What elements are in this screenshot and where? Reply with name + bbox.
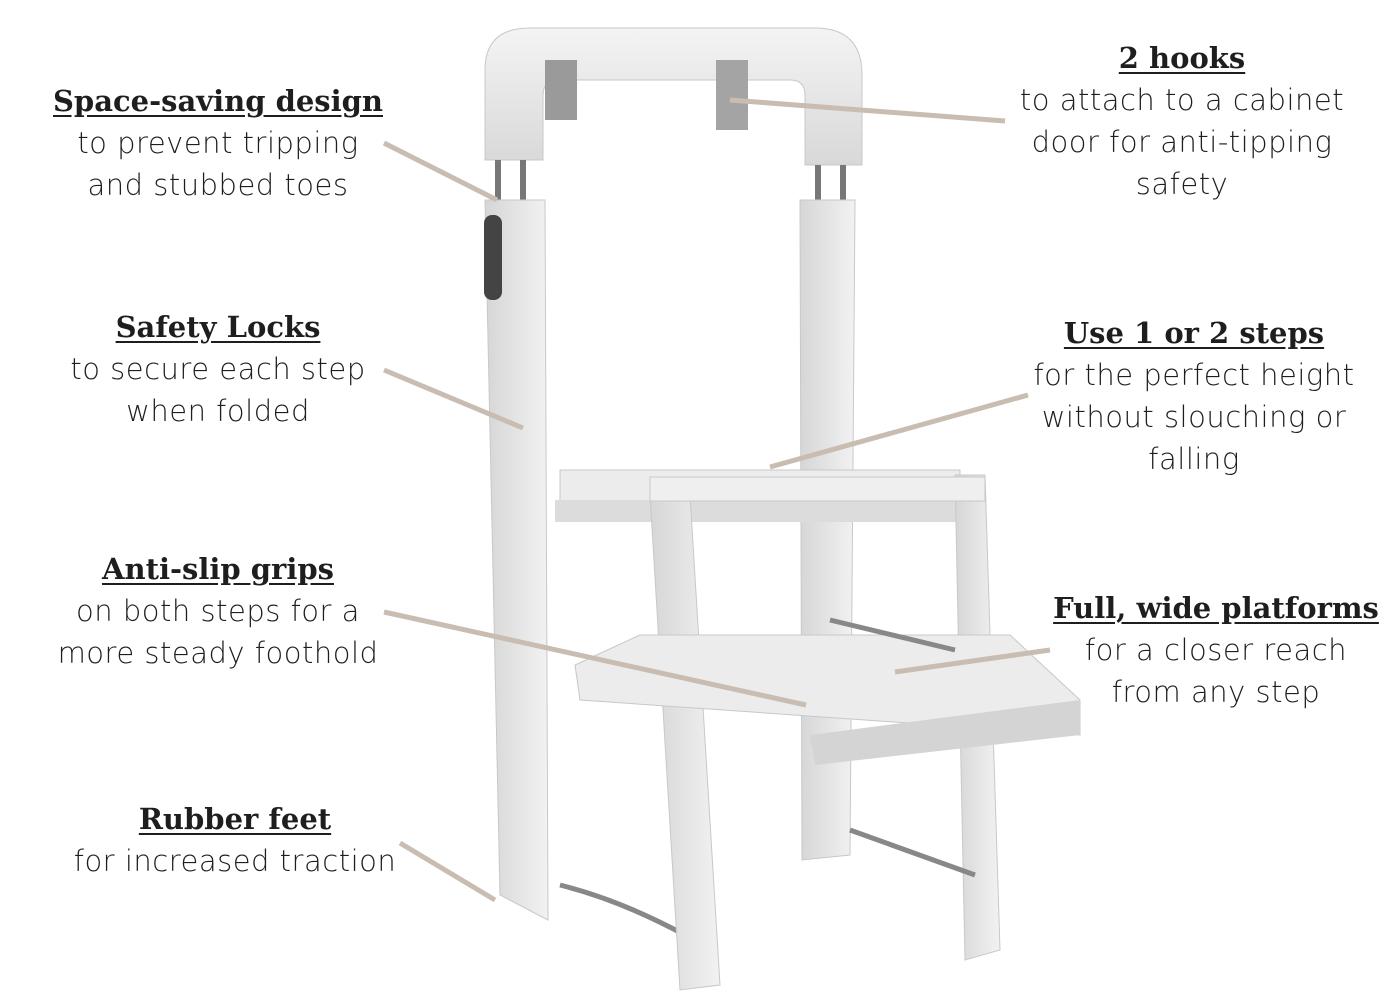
leader-line-steps [769,392,1029,470]
callout-title: Space-saving design [52,84,384,118]
callout-text: from any step [1111,675,1321,709]
callout-title: Safety Locks [115,310,321,344]
callout-title: 2 hooks [1118,41,1246,75]
callout-platforms: Full, wide platforms for a closer reach … [1045,587,1387,713]
callout-text: and stubbed toes [87,168,349,202]
callout-text: to secure each step [70,352,366,386]
callout-text: on both steps for a [76,594,360,628]
callout-safety-locks: Safety Locks to secure each step when fo… [40,306,396,432]
callout-title: Rubber feet [138,802,332,836]
leader-line-hooks [729,97,1006,124]
callout-space-saving: Space-saving design to prevent tripping … [40,80,396,206]
callout-title: Use 1 or 2 steps [1063,316,1325,350]
leader-line-space-saving [382,140,499,203]
leader-lines [382,97,1051,903]
leader-line-safety-locks [383,367,524,431]
callout-text: for the perfect height [1033,358,1355,392]
callout-hooks: 2 hooks to attach to a cabinet door for … [1002,37,1362,205]
leader-line-platforms [894,647,1051,675]
stool-frame [484,27,1081,991]
leader-line-rubber-feet [398,840,497,903]
callout-text: to prevent tripping [77,126,359,160]
callout-text: for increased traction [73,844,397,878]
callout-title: Full, wide platforms [1053,591,1379,625]
callout-text: safety [1135,167,1229,201]
leader-line-anti-slip [383,609,807,708]
callout-text: without slouching or [1041,400,1347,434]
callout-anti-slip: Anti-slip grips on both steps for a more… [40,548,396,674]
callout-title: Anti-slip grips [102,552,334,586]
callout-text: to attach to a cabinet [1019,83,1345,117]
callout-text: door for anti-tipping [1031,125,1333,159]
callout-text: for a closer reach [1084,633,1348,667]
callout-text: falling [1148,442,1240,476]
callout-steps: Use 1 or 2 steps for the perfect height … [1012,312,1376,480]
callout-text: when folded [126,394,310,428]
callout-text: more steady foothold [57,636,379,670]
callout-rubber-feet: Rubber feet for increased traction [60,798,410,882]
